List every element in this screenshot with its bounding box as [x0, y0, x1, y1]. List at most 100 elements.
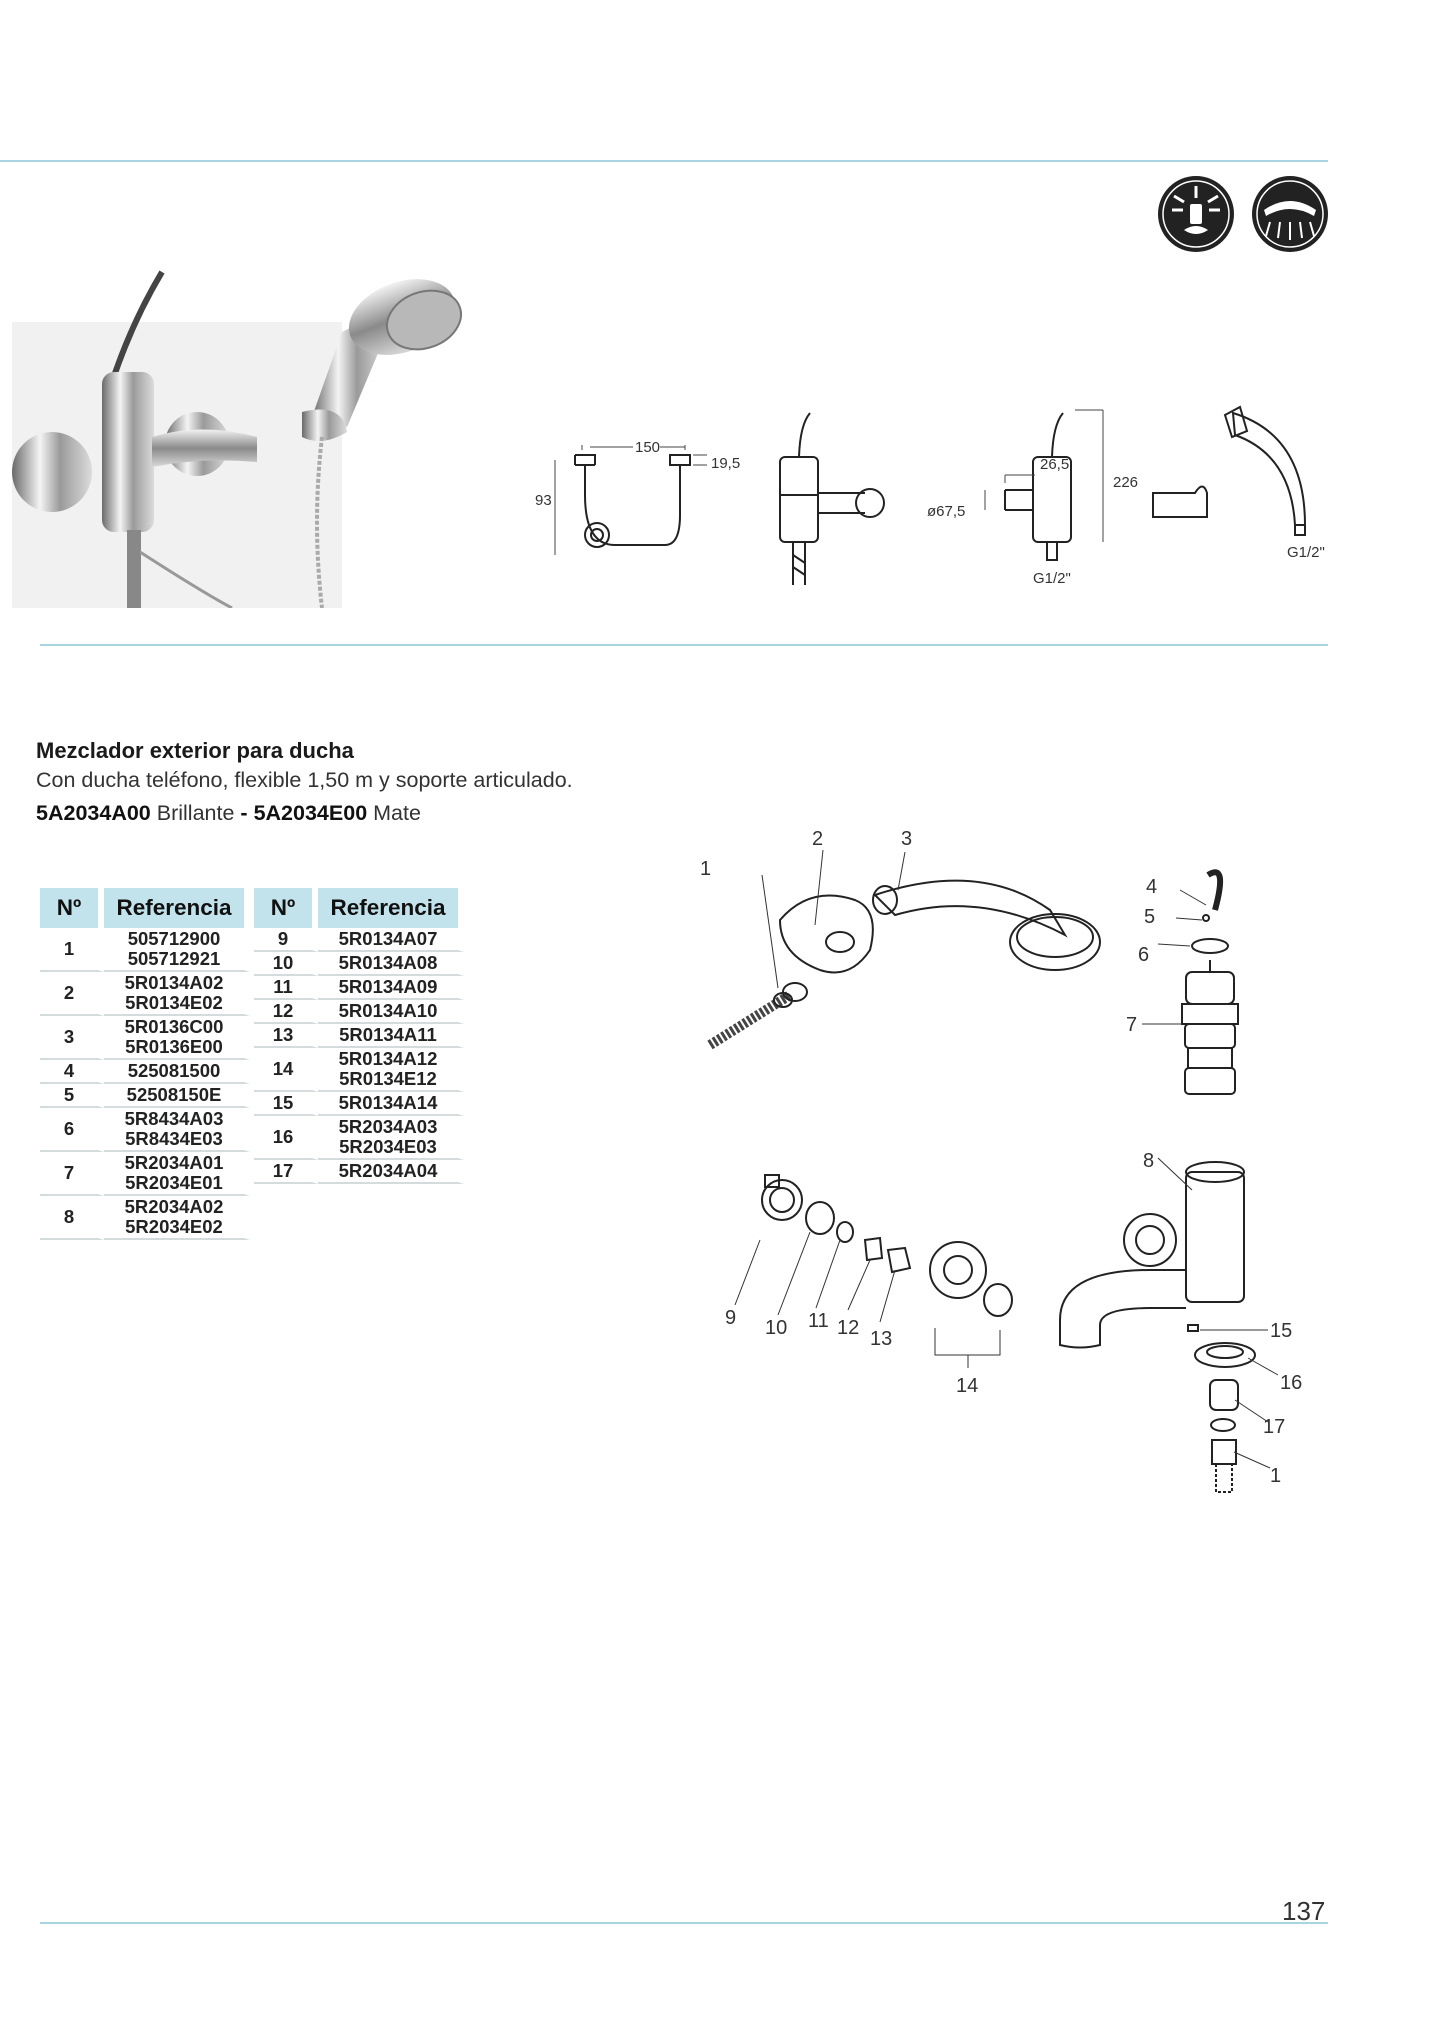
reference-code: 5R0134A08: [338, 952, 438, 973]
reference-code: 5R0134A14: [338, 1092, 438, 1113]
callout-label: 6: [1138, 944, 1149, 966]
callout-label: 7: [1126, 1014, 1137, 1036]
reference-code: 5R8434A03: [124, 1108, 224, 1129]
dim-thread-shower: G1/2": [1287, 544, 1325, 561]
table-row: 9 5R0134A07: [254, 928, 464, 952]
part-number: 17: [254, 1160, 318, 1184]
reference-code: 505712900: [127, 928, 221, 949]
dim-thread-body: G1/2": [1033, 570, 1071, 587]
reference-code: 5R2034E03: [339, 1136, 437, 1157]
top-divider: [0, 160, 1328, 162]
product-title: Mezclador exterior para ducha: [36, 738, 354, 763]
reference-code: 5R0134A02: [124, 972, 224, 993]
part-reference: 5R0134A07: [318, 928, 464, 952]
dim-height-total: 226: [1113, 474, 1138, 491]
reference-code: 5R0134E02: [125, 992, 223, 1013]
callout-label: 13: [870, 1328, 892, 1350]
callout-label: 3: [901, 828, 912, 850]
part-number: 2: [40, 972, 104, 1016]
code-bright: 5A2034A00: [36, 801, 151, 825]
callout-label: 5: [1144, 906, 1155, 928]
reference-code: 5R0134A12: [338, 1048, 438, 1069]
callout-label: 8: [1143, 1150, 1154, 1172]
reference-code: 5R0134A11: [339, 1024, 437, 1045]
callout-label: 12: [837, 1317, 859, 1339]
exploded-view: 1 2 3 4 5 6 7 8 9 10 11 12 13 14 15 16 1…: [700, 828, 1302, 1493]
dim-offset: 19,5: [711, 455, 740, 472]
callout-label: 4: [1146, 876, 1157, 898]
reference-code: 505712921: [127, 948, 221, 969]
product-subtitle: Con ducha teléfono, flexible 1,50 m y so…: [36, 768, 573, 792]
dim-height-left: 93: [535, 492, 552, 509]
col-header-no: Nº: [254, 888, 318, 928]
table-row: 12 5R0134A10: [254, 1000, 464, 1024]
reference-code: 5R2034E01: [125, 1172, 223, 1193]
part-number: 6: [40, 1108, 104, 1152]
page-number: 137: [1282, 1896, 1326, 1926]
part-number: 7: [40, 1152, 104, 1196]
callout-label: 9: [725, 1307, 736, 1329]
reference-code: 525081500: [127, 1060, 221, 1081]
part-number: 4: [40, 1060, 104, 1084]
part-reference: 5R0134A11: [318, 1024, 464, 1048]
dim-diameter: ø67,5: [927, 503, 965, 520]
finish-matte: Mate: [373, 801, 421, 825]
reference-code: 5R2034A02: [124, 1196, 224, 1217]
code-separator: -: [240, 801, 248, 825]
part-reference: 5R0134A14: [318, 1092, 464, 1116]
dim-depth: 26,5: [1040, 456, 1069, 473]
table-row: 15 5R0134A14: [254, 1092, 464, 1116]
part-number: 9: [254, 928, 318, 952]
part-reference: 5R0134A08: [318, 952, 464, 976]
part-reference: 52508150E: [104, 1084, 250, 1108]
reference-code: 52508150E: [126, 1084, 222, 1105]
part-reference: 5R0134A10: [318, 1000, 464, 1024]
col-header-ref: Referencia: [318, 888, 464, 928]
part-reference: 5R0134A09: [318, 976, 464, 1000]
part-reference: 525081500: [104, 1060, 250, 1084]
callout-label: 15: [1270, 1320, 1292, 1342]
middle-divider: [40, 644, 1328, 646]
col-header-ref: Referencia: [104, 888, 250, 928]
part-number: 15: [254, 1092, 318, 1116]
part-number: 3: [40, 1016, 104, 1060]
eco-shower-icon: [1252, 176, 1328, 252]
reference-code: 5R2034A01: [124, 1152, 224, 1173]
callout-label: 10: [765, 1317, 787, 1339]
reference-code: 5R0134A10: [338, 1000, 438, 1021]
callout-label: 14: [956, 1375, 978, 1397]
reference-code: 5R0134A07: [338, 928, 438, 949]
part-number: 16: [254, 1116, 318, 1160]
product-photo: [12, 262, 482, 608]
part-number: 1: [40, 928, 104, 972]
part-number: 12: [254, 1000, 318, 1024]
part-number: 10: [254, 952, 318, 976]
reference-code: 5R0134A09: [338, 976, 438, 997]
dimension-drawings: 150 93 19,5 26,5 ø67,5 226 G1/2" G1/2": [535, 405, 1325, 587]
feature-badges: [1158, 176, 1328, 252]
finish-bright: Brillante: [156, 801, 235, 825]
callout-label: 11: [808, 1310, 829, 1332]
table-row: 10 5R0134A08: [254, 952, 464, 976]
reference-code: 5R8434E03: [125, 1128, 223, 1149]
callout-label: 17: [1263, 1416, 1285, 1438]
